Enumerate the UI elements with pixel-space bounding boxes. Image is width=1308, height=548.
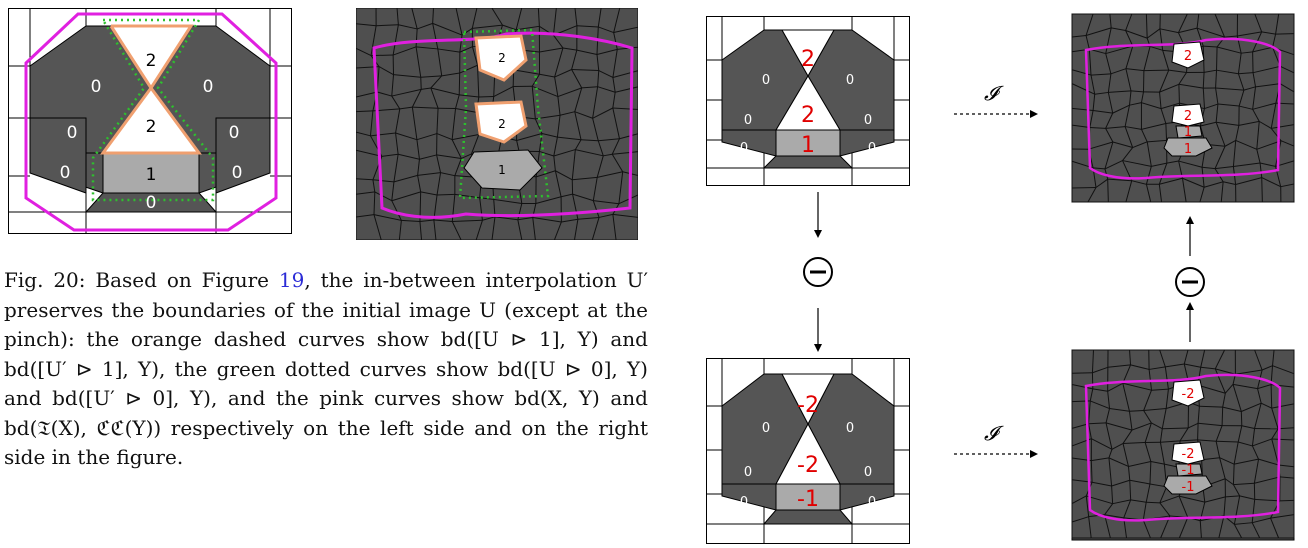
mesh-b-label-top: 2 [498,51,506,65]
top-interpolation-arrow: 𝓘 [950,81,1044,130]
e-label-top: 2 [1184,49,1192,64]
right-minus-operator [1170,212,1210,348]
bottom-interpolation-arrow: 𝓘 [950,421,1044,470]
c-label-left-mid: 0 [744,113,752,128]
panel-f-mesh-negative: -2 -2 -1 -1 [1066,346,1298,544]
e-label-middle: 2 [1184,109,1192,124]
c-label-left: 0 [762,73,770,88]
e-label-gray-2: 1 [1184,142,1192,157]
c-label-left-low: 0 [740,141,748,156]
d-label-middle: -2 [797,453,819,478]
panel-d-cubical-negative: -2 0 0 -2 0 0 -1 0 0 0 [706,358,910,544]
panel-c-cubical-positive: 2 0 0 2 0 0 1 0 0 0 [706,16,910,186]
d-label-left: 0 [762,421,770,436]
c-label-right-low: 0 [868,141,876,156]
d-label-right: 0 [846,421,854,436]
label-top-white: 2 [146,51,157,71]
d-label-left-low: 0 [740,495,748,510]
d-label-left-mid: 0 [744,465,752,480]
f-label-gray-1: -1 [1182,463,1195,478]
c-label-bottom: 1 [801,133,815,158]
middle-minus-operator [798,190,838,360]
c-label-middle: 2 [801,103,815,128]
c-label-right: 0 [846,73,854,88]
label-middle-white: 2 [146,117,157,137]
label-bottom-strip: 0 [146,193,157,213]
caption-text-1: Based on Figure [95,268,269,292]
d-label-right-mid: 0 [864,465,872,480]
caption-text-2: , the in-between interpolation U′ preser… [4,268,648,469]
panel-e-mesh-positive: 2 2 1 1 [1066,10,1298,206]
f-label-middle: -2 [1182,447,1195,462]
d-label-top: -2 [797,393,819,418]
d-label-bottom: -1 [797,487,819,512]
d-label-strip: 0 [804,525,812,540]
caption-label: Fig. 20: [4,268,86,292]
f-label-gray-2: -1 [1182,480,1195,495]
c-label-right-mid: 0 [864,113,872,128]
bottom-operator-label: 𝓘 [984,422,1004,445]
caption-figure-link[interactable]: 19 [278,268,305,292]
mesh-b-label-middle: 2 [498,117,506,131]
c-label-top: 2 [801,47,815,72]
label-right-dark: 0 [203,77,214,97]
label-left-dark: 0 [91,77,102,97]
label-left-mid: 0 [67,123,78,143]
panel-a-initial-image: 2 0 0 2 0 0 1 0 0 0 [8,8,292,234]
d-label-right-low: 0 [868,495,876,510]
label-left-low: 0 [60,163,71,183]
c-label-strip: 0 [804,169,812,184]
f-label-top: -2 [1182,387,1195,402]
e-label-gray-1: 1 [1184,125,1192,140]
top-operator-label: 𝓘 [984,82,1004,105]
label-right-low: 0 [232,163,243,183]
mesh-b-label-bottom: 1 [498,163,506,177]
figure-caption: Fig. 20: Based on Figure 19, the in-betw… [4,266,648,473]
label-right-mid: 0 [229,123,240,143]
label-bottom-gray: 1 [146,165,157,185]
panel-b-mesh-image: 2 2 1 [356,8,638,240]
